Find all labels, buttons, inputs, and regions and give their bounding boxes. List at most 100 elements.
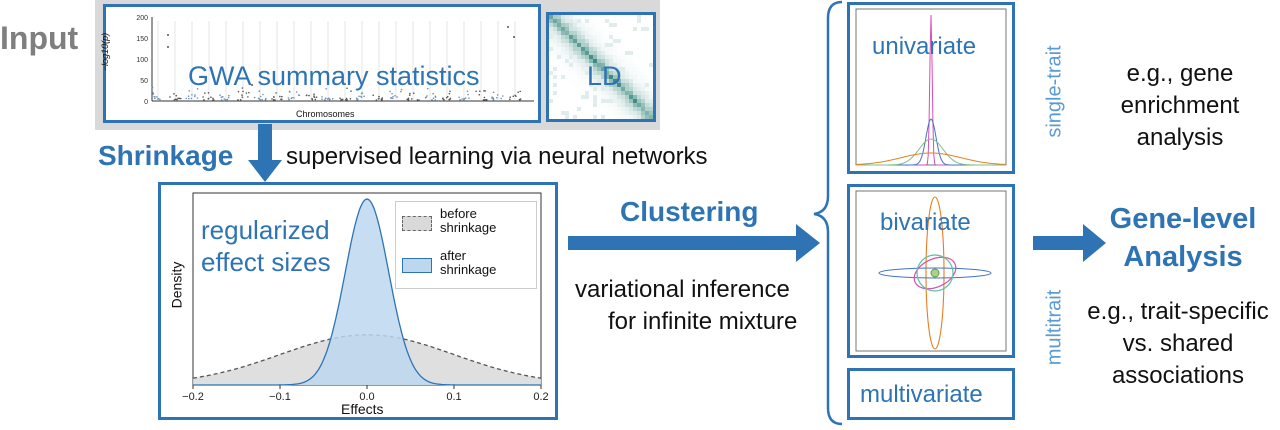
ld-cell [645, 51, 650, 56]
ld-cell [553, 27, 558, 32]
ld-cell [553, 67, 558, 72]
ld-cell [561, 95, 566, 100]
ld-cell [613, 91, 618, 96]
multivariate-label: multivariate [860, 381, 983, 408]
ld-cell [597, 31, 602, 36]
ld-cell [585, 111, 590, 116]
gwa-point [258, 90, 261, 92]
ld-cell [573, 71, 578, 76]
ld-cell [605, 39, 610, 44]
ld-cell [613, 23, 618, 28]
ld-cell [625, 91, 630, 96]
ld-cell [553, 71, 558, 76]
ld-cell [581, 19, 586, 24]
ld-cell [641, 71, 646, 76]
ld-cell [617, 59, 622, 64]
ld-cell [585, 87, 590, 92]
ld-cell [569, 111, 574, 116]
ld-cell [581, 111, 586, 116]
bivariate-ellipse-vertical [925, 196, 945, 350]
gwa-point [313, 95, 315, 97]
gwa-point [241, 96, 244, 98]
ld-cell [573, 75, 578, 80]
ld-cell [645, 15, 650, 20]
gwa-point [264, 98, 267, 101]
ld-cell [629, 59, 634, 64]
ld-cell [589, 27, 594, 32]
ld-cell [613, 107, 618, 112]
ld-cell [557, 63, 562, 68]
ld-cell [565, 99, 570, 104]
gwa-ytick-label: 150 [136, 36, 148, 43]
ld-cell [605, 43, 610, 48]
ld-cell [569, 103, 574, 108]
ld-cell [613, 75, 618, 80]
gwa-point [449, 97, 452, 100]
ld-cell [617, 75, 622, 80]
ld-cell [601, 15, 606, 20]
ld-cell [589, 115, 594, 119]
ld-cell [585, 79, 590, 84]
ld-cell [557, 99, 562, 104]
gwa-point [194, 94, 196, 96]
gwa-point [432, 92, 434, 95]
gwa-point [466, 90, 469, 93]
ld-cell [637, 91, 642, 96]
ld-cell [549, 19, 554, 24]
ld-cell [621, 39, 626, 44]
ld-cell [593, 51, 598, 56]
ld-cell [625, 47, 630, 52]
ld-cell [641, 115, 646, 119]
ld-cell [585, 83, 590, 88]
ld-cell [565, 95, 570, 100]
gwa-point [372, 94, 375, 97]
ld-cell [549, 59, 554, 64]
ld-cell [617, 55, 622, 60]
gwa-point [298, 94, 301, 97]
ld-cell [617, 87, 622, 92]
ld-cell [613, 115, 618, 119]
gwa-point [180, 97, 182, 100]
ld-cell [645, 27, 650, 32]
ld-cell [553, 75, 558, 80]
ld-cell [573, 79, 578, 84]
gwa-peak-point [167, 46, 169, 48]
ld-cell [641, 111, 646, 116]
ld-cell [561, 79, 566, 84]
ld-cell [605, 71, 610, 76]
ld-cell [553, 83, 558, 88]
clustering-label: Clustering [620, 196, 759, 227]
ld-cell [565, 19, 570, 24]
ld-cell [553, 87, 558, 92]
ld-cell [561, 107, 566, 112]
ld-cell [625, 79, 630, 84]
ld-cell [581, 23, 586, 28]
gwa-point [331, 98, 334, 100]
ld-cell [601, 39, 606, 44]
gwa-point [203, 99, 205, 101]
ld-cell [629, 27, 634, 32]
ld-cell [565, 75, 570, 80]
gwa-point [173, 99, 176, 101]
ld-cell [589, 79, 594, 84]
gwa-point [426, 87, 429, 90]
ld-cell [633, 103, 638, 108]
ld-cell [589, 67, 594, 72]
ld-cell [549, 63, 554, 68]
gwa-point [464, 97, 467, 100]
ld-cell [573, 103, 578, 108]
gwa-ytick-label: 200 [136, 15, 148, 22]
ld-cell [649, 103, 653, 108]
univariate-label: univariate [872, 33, 977, 60]
ld-cell [597, 91, 602, 96]
gwa-point [378, 95, 380, 98]
ld-cell [613, 15, 618, 20]
ld-cell [609, 107, 614, 112]
ld-cell [613, 111, 618, 116]
ld-cell [629, 115, 634, 119]
gwa-point [345, 98, 347, 101]
ld-cell [597, 47, 602, 52]
ld-cell [593, 115, 598, 119]
gwa-point [308, 94, 310, 97]
